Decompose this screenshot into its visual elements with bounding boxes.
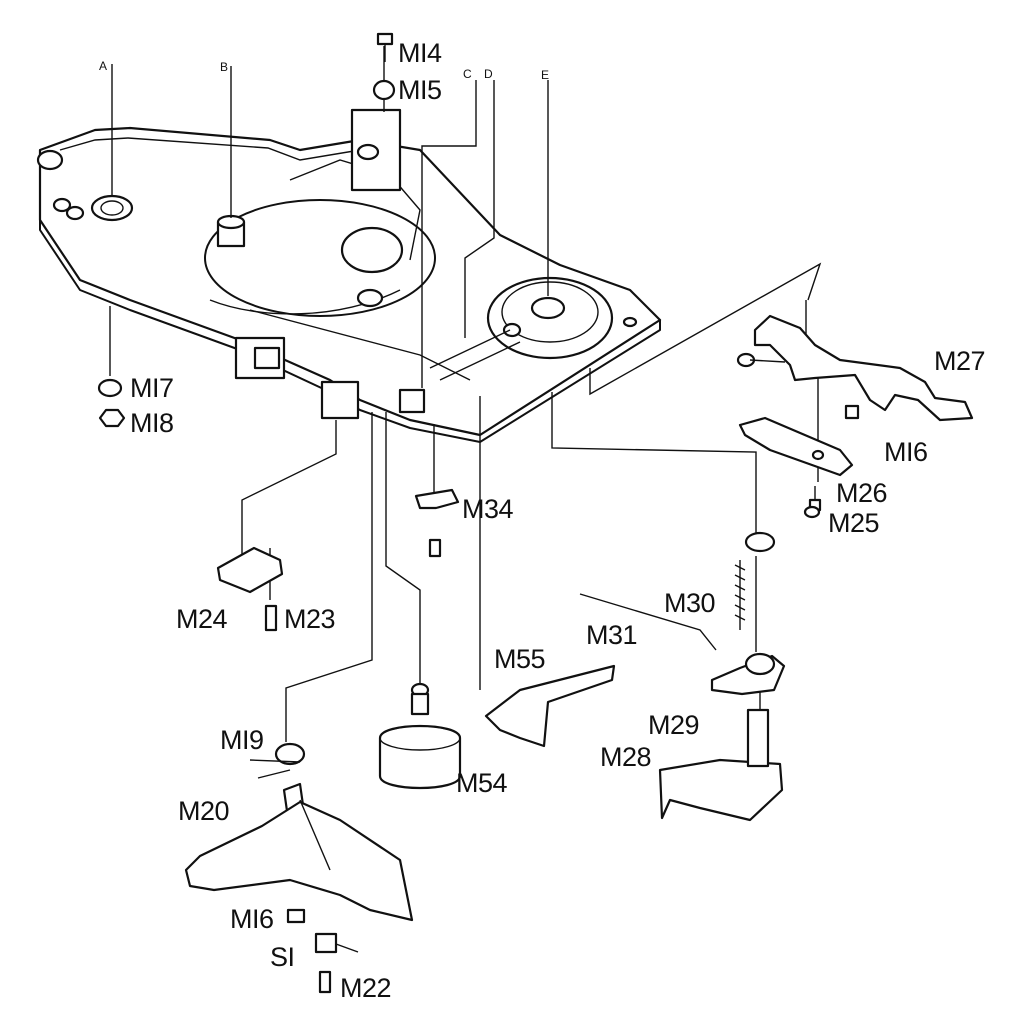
label-m24: M24 — [176, 604, 228, 634]
label-e: E — [541, 68, 549, 82]
leader-lines — [109, 46, 822, 742]
label-m15: MI5 — [398, 75, 442, 105]
label-m54: M54 — [456, 768, 508, 798]
label-m28: M28 — [600, 742, 651, 772]
label-m16-upper: MI6 — [884, 437, 928, 467]
label-s1: SI — [270, 942, 295, 972]
label-m16-lower: MI6 — [230, 904, 274, 934]
label-m19: MI9 — [220, 725, 264, 755]
label-m29: M29 — [648, 710, 699, 740]
label-m30: M30 — [664, 588, 715, 618]
label-m26: M26 — [836, 478, 887, 508]
label-m18: MI8 — [130, 408, 174, 438]
label-m27: M27 — [934, 346, 985, 376]
label-m17: MI7 — [130, 373, 174, 403]
small-parts — [97, 32, 821, 994]
bracket-assembly — [736, 314, 974, 512]
label-m55: M55 — [494, 644, 545, 674]
label-b: B — [220, 60, 228, 74]
label-m20: M20 — [178, 796, 229, 826]
label-m31: M31 — [586, 620, 637, 650]
label-m14: MI4 — [398, 38, 442, 68]
part-labels: A B C D E MI4 MI5 MI7 MI8 M27 MI6 M26 M2… — [99, 38, 986, 1003]
label-m34: M34 — [462, 494, 514, 524]
label-c: C — [463, 67, 472, 81]
label-m22: M22 — [340, 973, 391, 1003]
label-m25: M25 — [828, 508, 879, 538]
label-a: A — [99, 59, 107, 73]
label-d: D — [484, 67, 493, 81]
label-m23: M23 — [284, 604, 335, 634]
main-chassis — [36, 108, 662, 443]
